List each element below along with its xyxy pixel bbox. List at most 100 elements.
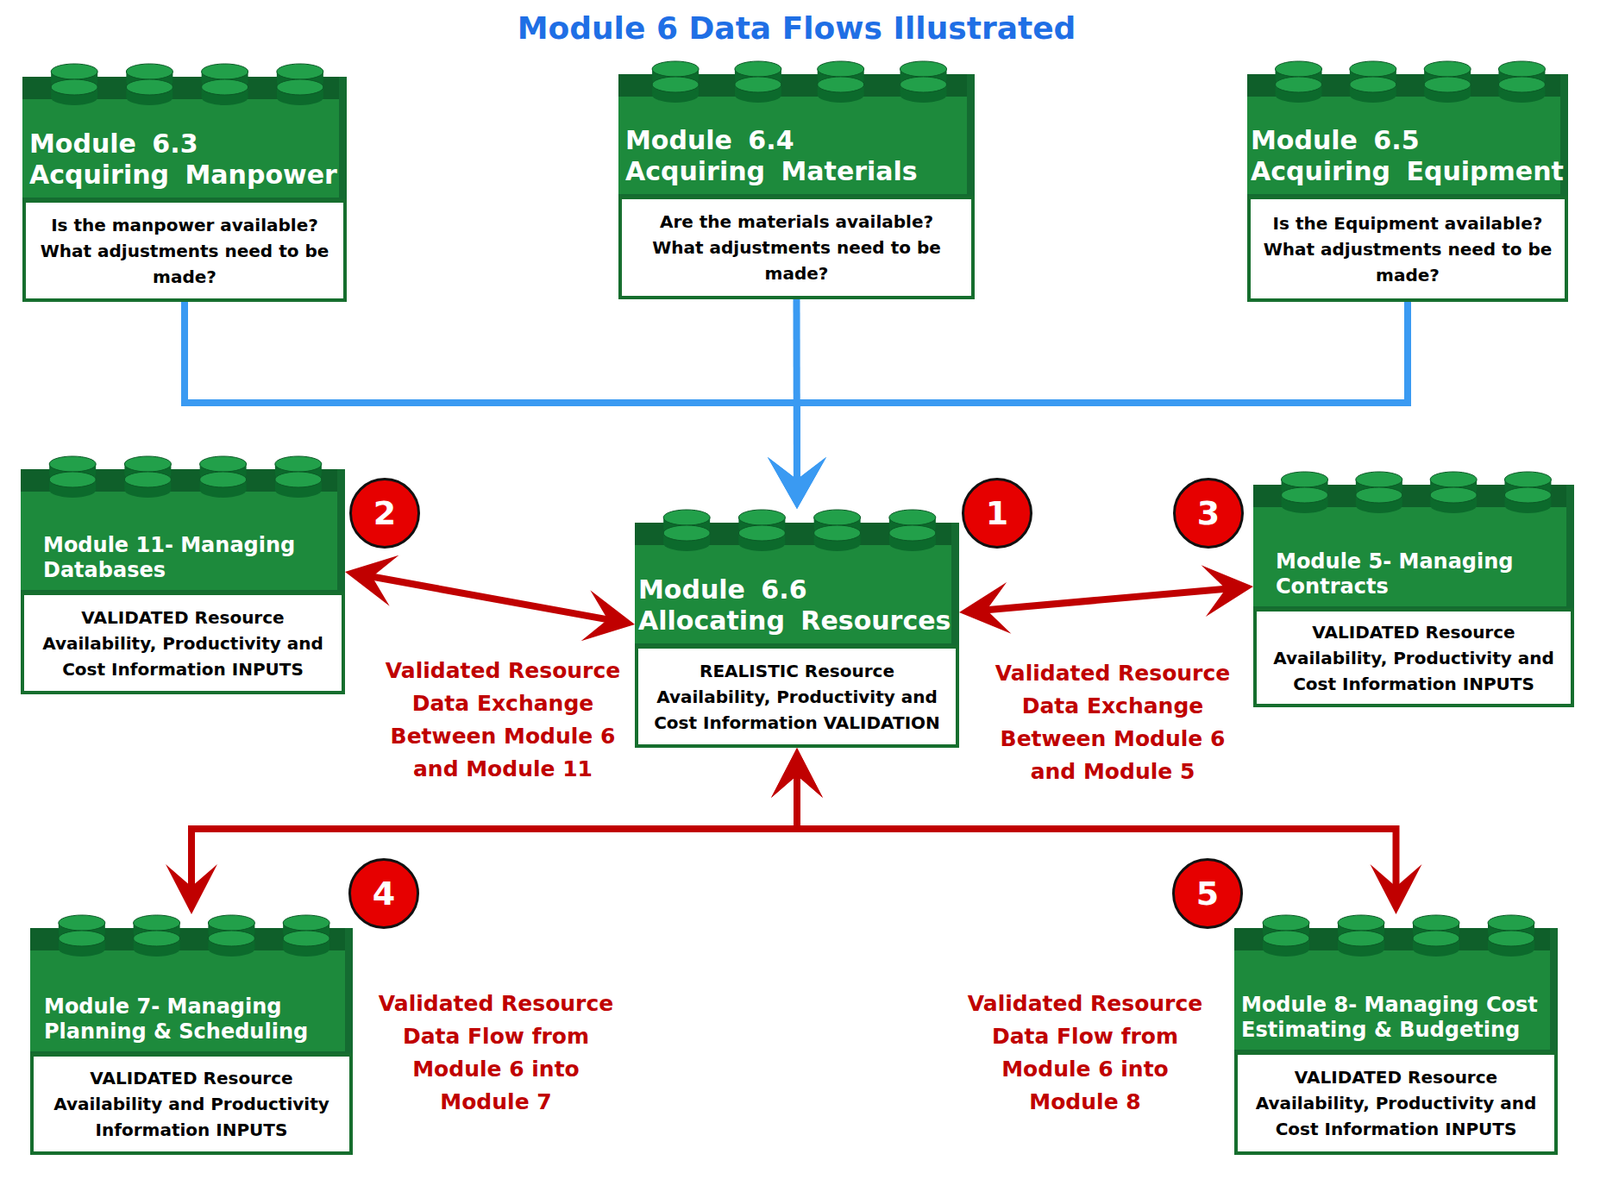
edge-label: Validated Resource Data Exchange Between… <box>987 657 1238 789</box>
description-panel: REALISTIC Resource Availability, Product… <box>634 645 960 748</box>
callout-circle: 4 <box>348 858 420 929</box>
stud-top <box>738 525 785 541</box>
stud-top <box>1262 915 1310 931</box>
lego-stud <box>124 471 171 498</box>
stud-top <box>124 456 171 472</box>
lego-studs <box>1234 914 1558 956</box>
callout-circle: 2 <box>349 477 421 549</box>
stud-top <box>207 915 255 931</box>
flow-arrow <box>191 770 797 892</box>
stud-top <box>900 61 948 77</box>
stud-top <box>1424 61 1471 77</box>
lego-studs <box>20 455 346 497</box>
lego-stud <box>889 525 936 552</box>
stud-top <box>814 525 861 541</box>
lego-stud <box>125 79 173 106</box>
callout-number: 5 <box>1196 877 1219 910</box>
flow-arrow <box>793 299 801 487</box>
stud-top <box>50 63 98 80</box>
flow-arrow <box>367 576 614 622</box>
lego-stud <box>738 525 785 552</box>
description-panel: VALIDATED Resource Availability, Product… <box>1253 608 1575 708</box>
lego-module: Module 6.3 Acquiring ManpowerIs the manp… <box>22 62 347 302</box>
stud-top <box>201 63 249 80</box>
module-description: Are the materials available? What adjust… <box>647 208 946 287</box>
lego-studs <box>22 62 347 105</box>
description-panel: Are the materials available? What adjust… <box>618 195 975 300</box>
lego-stud <box>1349 76 1397 103</box>
stud-top <box>1504 487 1551 503</box>
stud-top <box>1275 76 1323 93</box>
stud-top <box>49 471 96 488</box>
lego-stud <box>275 471 322 498</box>
module-description: VALIDATED Resource Availability, Product… <box>1261 619 1566 697</box>
lego-stud <box>1262 930 1310 957</box>
lego-stud <box>133 930 181 957</box>
callout-number: 3 <box>1197 496 1220 530</box>
description-panel: VALIDATED Resource Availability, Product… <box>20 591 346 695</box>
description-panel: Is the Equipment available? What adjustm… <box>1247 195 1569 302</box>
stud-top <box>58 915 106 931</box>
stud-top <box>1430 471 1477 488</box>
stud-top <box>1498 76 1545 93</box>
lego-module: Module 6.4 Acquiring MaterialsAre the ma… <box>618 60 975 300</box>
lego-studs <box>618 60 975 102</box>
stud-top <box>1355 471 1403 488</box>
stud-top <box>282 915 330 931</box>
lego-module: Module 8- Managing Cost Estimating & Bud… <box>1234 914 1558 1155</box>
callout-circle: 3 <box>1173 477 1244 549</box>
edge-label: Validated Resource Data Flow from Module… <box>960 987 1211 1119</box>
stud-top <box>817 61 865 77</box>
stud-top <box>1412 915 1460 931</box>
stud-top <box>1349 76 1397 93</box>
lego-stud <box>1498 76 1545 103</box>
module-title: Module 5- Managing Contracts <box>1275 549 1571 600</box>
stud-top <box>734 61 782 77</box>
callout-number: 4 <box>372 877 396 910</box>
stud-top <box>1412 930 1460 947</box>
module-description: VALIDATED Resource Availability, Product… <box>1242 1064 1550 1142</box>
stud-top <box>652 61 699 77</box>
stud-top <box>1275 61 1323 77</box>
stud-top <box>282 930 330 947</box>
module-description: VALIDATED Resource Availability and Prod… <box>38 1065 345 1143</box>
stud-top <box>201 79 249 95</box>
stud-top <box>1498 61 1545 77</box>
lego-stud <box>1487 930 1535 957</box>
stud-top <box>275 456 322 472</box>
stud-top <box>889 525 936 541</box>
edge-label: Validated Resource Data Exchange Between… <box>377 654 628 786</box>
stud-top <box>1281 471 1329 488</box>
lego-module: Module 7- Managing Planning & Scheduling… <box>30 914 353 1155</box>
stud-top <box>133 930 181 947</box>
description-panel: Is the manpower available? What adjustme… <box>22 199 347 302</box>
lego-module: Module 5- Managing ContractsVALIDATED Re… <box>1253 470 1575 708</box>
stud-top <box>652 76 699 93</box>
module-title: Module 6.5 Acquiring Equipment <box>1250 125 1569 188</box>
edge-label: Validated Resource Data Flow from Module… <box>370 987 622 1119</box>
callout-circle: 5 <box>1172 858 1243 929</box>
lego-stud <box>1504 487 1551 514</box>
connector-group <box>184 299 1408 892</box>
lego-stud <box>900 76 948 103</box>
lego-stud <box>207 930 255 957</box>
description-panel: VALIDATED Resource Availability and Prod… <box>30 1053 353 1155</box>
lego-studs <box>634 508 960 551</box>
module-description: VALIDATED Resource Availability, Product… <box>29 604 337 683</box>
module-title: Module 11- Managing Databases <box>43 533 341 584</box>
stud-top <box>1424 76 1471 93</box>
lego-module: Module 6.6 Allocating ResourcesREALISTIC… <box>634 508 960 748</box>
lego-stud <box>50 79 98 106</box>
stud-top <box>49 456 96 472</box>
flow-arrow <box>981 588 1231 610</box>
stud-top <box>1487 915 1535 931</box>
flow-arrow <box>184 301 797 487</box>
lego-stud <box>282 930 330 957</box>
module-title: Module 8- Managing Cost Estimating & Bud… <box>1241 992 1554 1043</box>
diagram-title: Module 6 Data Flows Illustrated <box>0 8 1597 49</box>
stud-top <box>738 509 785 526</box>
lego-stud <box>1430 487 1477 514</box>
stud-top <box>200 456 247 472</box>
stud-top <box>125 63 173 80</box>
